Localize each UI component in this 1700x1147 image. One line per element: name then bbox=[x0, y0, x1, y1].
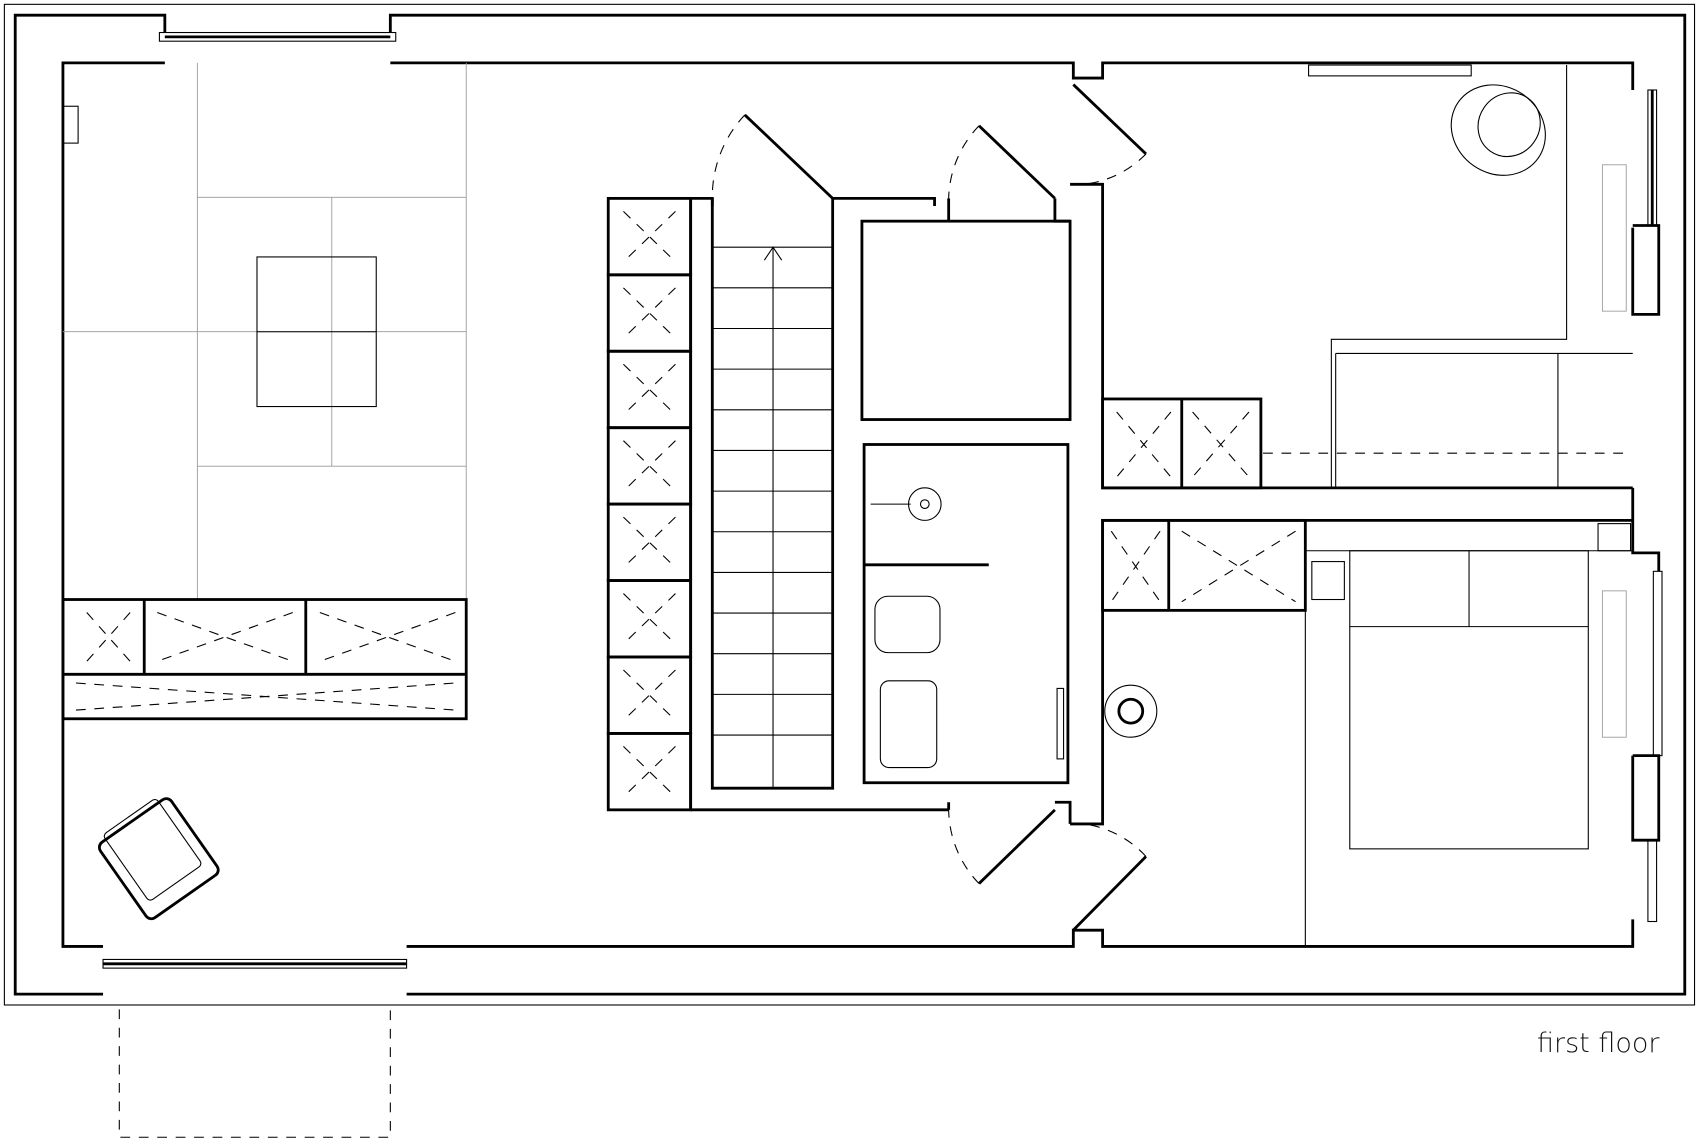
bedroom-upper bbox=[1101, 64, 1633, 490]
cabinet-mark bbox=[623, 746, 676, 798]
cabinet-mark bbox=[623, 669, 676, 721]
cabinet bbox=[606, 273, 693, 353]
cabinet-mark bbox=[623, 593, 676, 645]
cabinet bbox=[606, 655, 693, 735]
cabinet-mark bbox=[623, 440, 676, 492]
armchair bbox=[97, 797, 220, 921]
cabinet-mark bbox=[623, 440, 676, 492]
cabinet bbox=[606, 731, 693, 812]
bedroom-lower bbox=[1101, 518, 1633, 947]
cabinet-mark bbox=[623, 593, 676, 645]
cabinet-mark bbox=[623, 669, 676, 721]
cabinet bbox=[606, 426, 693, 506]
cabinet-mark bbox=[623, 746, 676, 798]
cabinet bbox=[606, 579, 693, 659]
cabinet-mark bbox=[623, 211, 676, 263]
cabinet-mark bbox=[623, 516, 676, 568]
cabinet-mark bbox=[623, 363, 676, 416]
cabinet-mark bbox=[623, 363, 676, 416]
floor-caption: first floor bbox=[1537, 1028, 1660, 1059]
staircase bbox=[689, 113, 949, 812]
exterior-walls bbox=[3, 3, 1696, 1006]
cabinet bbox=[606, 196, 693, 277]
corridor-walls bbox=[1053, 83, 1633, 932]
closet bbox=[860, 124, 1072, 421]
windows bbox=[102, 31, 1663, 969]
bathroom bbox=[862, 443, 1070, 885]
cabinet-mark bbox=[623, 287, 676, 339]
balcony-outline bbox=[118, 1004, 391, 1138]
cabinet-mark bbox=[623, 516, 676, 568]
cabinet-mark bbox=[623, 211, 676, 263]
storage-cabinets bbox=[606, 196, 693, 812]
living-room-shelving bbox=[61, 598, 468, 721]
cabinet-mark bbox=[623, 287, 676, 339]
cabinet bbox=[606, 502, 693, 582]
cabinet bbox=[606, 349, 693, 430]
living-room-rugs bbox=[62, 62, 467, 600]
